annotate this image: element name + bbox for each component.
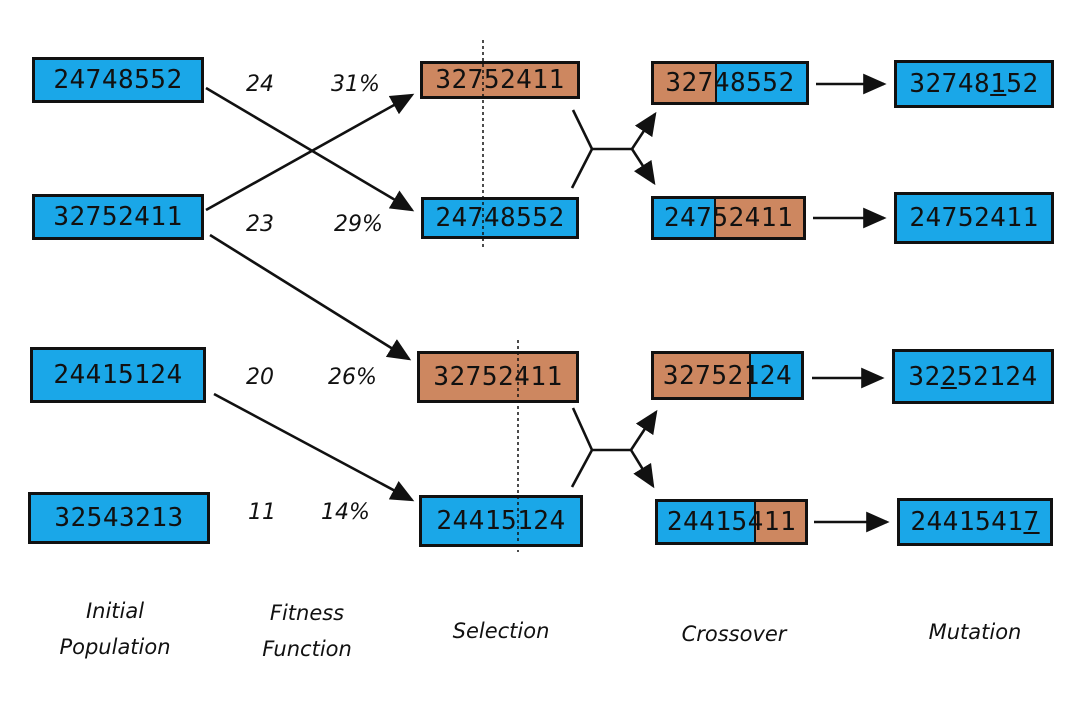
chromosome-value: 32252124 [908, 361, 1038, 392]
initial-population-box-2: 32752411 [32, 194, 204, 240]
fitness-score-3: 20 [246, 365, 274, 390]
stage-label-selection: Selection [452, 619, 550, 643]
crossover-parent-segment [654, 64, 715, 102]
mutated-gene: 2 [940, 361, 957, 392]
fork-bottom-out-2 [629, 449, 655, 489]
crossover-parent-segment [658, 502, 754, 542]
fork-top-in-2 [570, 148, 594, 189]
chromosome-value: 24415411 [666, 507, 797, 537]
chromosome-value: 24748552 [53, 65, 183, 95]
stage-label-crossover: Crossover [681, 622, 787, 646]
initial-population-box-1: 24748552 [32, 57, 204, 103]
selection-box-4: 24415124 [419, 495, 583, 547]
initial-population-box-4: 32543213 [28, 492, 210, 544]
crossover-box-1: 32748552 [651, 61, 809, 105]
fitness-score-2: 23 [246, 212, 274, 237]
selection-box-3: 32752411 [417, 351, 579, 403]
fork-top-out-1 [630, 111, 657, 150]
fork-top-in-1 [571, 109, 594, 150]
chromosome-value: 24415417 [910, 507, 1040, 537]
crossover-point [754, 502, 756, 542]
arrow-2-to-selection-1 [205, 93, 415, 212]
fitness-percent-4: 14% [321, 500, 370, 525]
fitness-percent-1: 31% [331, 72, 380, 97]
initial-population-box-3: 24415124 [30, 347, 206, 403]
fitness-percent-2: 29% [334, 212, 383, 237]
chromosome-value: 24415124 [436, 506, 566, 536]
stage-label-mutation: Mutation [928, 620, 1022, 644]
chromosome-value: 24752411 [909, 203, 1039, 233]
chromosome-value: 24415124 [53, 360, 183, 390]
crossover-parent-segment [654, 199, 714, 237]
fitness-score-1: 24 [246, 72, 274, 97]
stage-label-initial-population: Initial Population [59, 599, 171, 659]
chromosome-value: 32543213 [54, 503, 184, 533]
selection-box-1: 32752411 [420, 61, 580, 99]
chromosome-value: 32752411 [53, 202, 183, 232]
arrow-2-to-selection-3 [209, 233, 412, 361]
fork-bottom-in-2 [570, 449, 594, 488]
fitness-percent-3: 26% [328, 365, 377, 390]
arrow-3-to-selection-4 [213, 392, 415, 502]
mutation-box-1: 32748152 [894, 60, 1054, 108]
fitness-score-4: 11 [248, 500, 276, 525]
crossover-point [749, 354, 751, 397]
crossover-point [715, 64, 717, 102]
chromosome-value: 32752411 [435, 65, 565, 95]
mutated-gene: 7 [1023, 507, 1040, 537]
crossover-box-4: 24415411 [655, 499, 808, 545]
fork-top-out-2 [630, 148, 656, 186]
chromosome-value: 24748552 [435, 203, 565, 233]
crossover-box-3: 32752124 [651, 351, 804, 400]
selection-box-2: 24748552 [421, 197, 579, 239]
chromosome-value: 32748152 [909, 69, 1039, 99]
chromosome-value: 32748552 [665, 68, 795, 98]
chromosome-value: 32752124 [662, 360, 793, 391]
crossover-point [714, 199, 716, 237]
crossover-parent-segment [654, 354, 749, 397]
chromosome-value: 32752411 [433, 362, 563, 392]
mutated-gene: 1 [990, 69, 1007, 99]
mutation-box-2: 24752411 [894, 192, 1054, 244]
mutation-box-4: 24415417 [897, 498, 1053, 546]
chromosome-value: 24752411 [663, 203, 794, 233]
fork-bottom-in-1 [571, 407, 594, 451]
crossover-box-2: 24752411 [651, 196, 806, 240]
arrow-1-to-selection-2 [205, 86, 415, 212]
fork-bottom-out-1 [629, 409, 658, 451]
stage-label-fitness-function: Fitness Function [262, 601, 352, 661]
mutation-box-3: 32252124 [892, 349, 1054, 404]
